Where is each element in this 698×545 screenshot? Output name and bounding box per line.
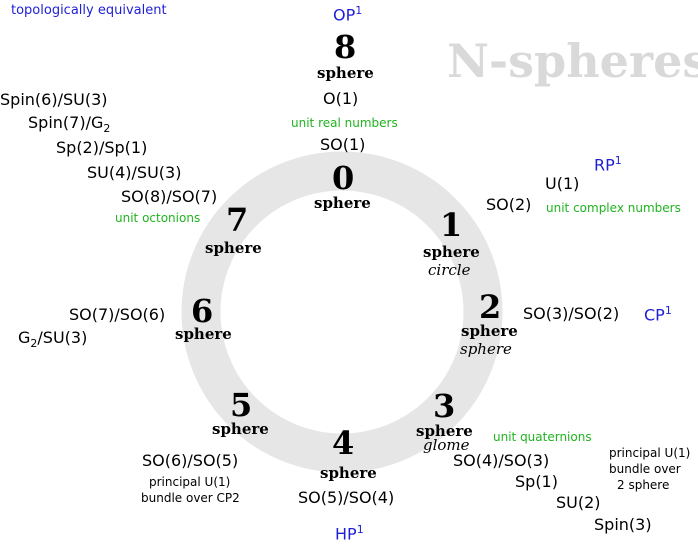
group-spin6-su3: Spin(6)/SU(3) — [0, 90, 108, 109]
rp-label: RP1 — [594, 154, 622, 175]
sphere-3-number: 3 — [433, 387, 456, 425]
sphere-4-label: sphere — [320, 464, 377, 482]
sphere-5-label: sphere — [212, 420, 269, 438]
group-so7-so6: SO(7)/SO(6) — [69, 305, 166, 324]
group-su4-su3: SU(4)/SU(3) — [87, 163, 182, 182]
sphere-2-alias: sphere — [460, 340, 512, 358]
sphere-0-label: sphere — [314, 194, 371, 212]
note-unit-real: unit real numbers — [291, 116, 398, 130]
group-o1: O(1) — [323, 89, 359, 108]
group-so8-so7: SO(8)/SO(7) — [121, 187, 218, 206]
group-spin7-g2: Spin(7)/G2 — [28, 113, 111, 136]
group-so1: SO(1) — [320, 135, 366, 154]
sphere-7-label: sphere — [205, 239, 262, 257]
sphere-0-number: 0 — [332, 159, 355, 197]
sphere-3-alias: glome — [423, 436, 470, 454]
note-unit-quaternions: unit quaternions — [493, 430, 592, 444]
group-so5-so4: SO(5)/SO(4) — [298, 488, 395, 507]
hp-label: HP1 — [335, 523, 364, 544]
bundle-note-s5-line1: principal U(1) — [149, 475, 231, 489]
sphere-7-number: 7 — [226, 201, 249, 239]
sphere-4-number: 4 — [332, 424, 355, 462]
group-spin3: Spin(3) — [594, 515, 652, 534]
sphere-ring — [181, 151, 503, 473]
group-so3-so2: SO(3)/SO(2) — [523, 304, 620, 323]
sphere-1-number: 1 — [440, 206, 463, 244]
bundle-note-s3-line3: 2 sphere — [617, 478, 670, 492]
header-note: topologically equivalent — [11, 3, 167, 18]
note-unit-complex: unit complex numbers — [546, 201, 681, 215]
group-so2: SO(2) — [486, 195, 532, 214]
group-u1: U(1) — [545, 174, 580, 193]
group-sp1: Sp(1) — [515, 472, 558, 491]
group-so6-so5: SO(6)/SO(5) — [142, 451, 239, 470]
sphere-6-number: 6 — [191, 292, 214, 330]
group-so4-so3: SO(4)/SO(3) — [453, 451, 550, 470]
note-unit-octonions: unit octonions — [115, 211, 201, 225]
group-g2-su3: G2/SU(3) — [18, 328, 88, 351]
sphere-8-label: sphere — [317, 64, 374, 82]
sphere-6-label: sphere — [175, 325, 232, 343]
bundle-note-s3-line1: principal U(1) — [609, 446, 691, 460]
sphere-1-alias: circle — [428, 261, 471, 279]
watermark-title: N-spheres — [447, 34, 698, 88]
sphere-1-label: sphere — [423, 243, 480, 261]
group-sp2-sp1: Sp(2)/Sp(1) — [56, 138, 148, 157]
sphere-2-number: 2 — [479, 288, 502, 326]
group-su2: SU(2) — [556, 493, 601, 512]
bundle-note-s3-line2: bundle over — [609, 462, 681, 476]
op-label: OP1 — [333, 4, 363, 25]
bundle-note-s5-line2: bundle over CP2 — [141, 491, 240, 505]
sphere-5-number: 5 — [230, 386, 253, 424]
cp-label: CP1 — [644, 304, 672, 325]
sphere-3-label: sphere — [416, 422, 473, 440]
sphere-2-label: sphere — [461, 322, 518, 340]
sphere-8-number: 8 — [334, 28, 357, 66]
